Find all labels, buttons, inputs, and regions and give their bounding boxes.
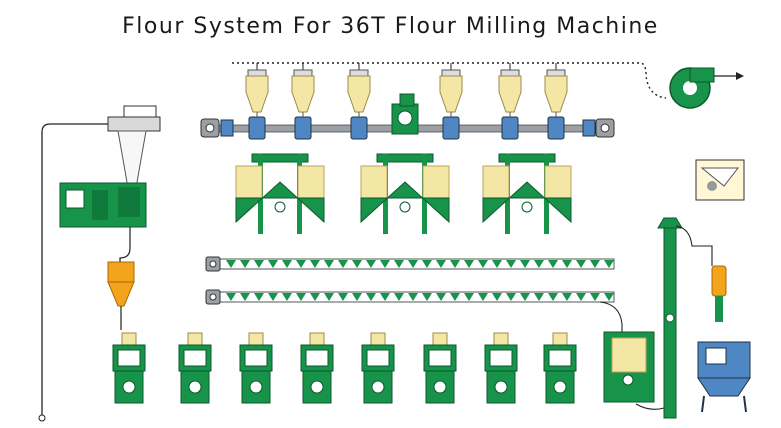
magnet-box-icon [695,159,745,201]
packer-1 [112,332,146,404]
packer-4 [300,332,334,404]
packer-3 [239,332,273,404]
plansifter-1 [235,153,325,234]
plansifter-2 [360,153,450,234]
center-fan-icon [391,93,419,135]
packing-machine-row [112,332,577,404]
plansifter-row [235,153,572,234]
cyclone-3 [347,69,371,140]
cyclone-1 [245,69,269,140]
screw-conveyor-upper [205,256,615,272]
flour-bin-unit [697,341,751,413]
packer-6 [423,332,457,404]
exhaust-fan-icon [669,67,744,109]
screw-conveyor-lower [205,289,615,305]
cyclone-6 [544,69,568,140]
packer-2 [178,332,212,404]
cyclone-row [245,69,568,140]
diagram-title: Flour System For 36T Flour Milling Machi… [122,14,659,39]
cyclone-2 [291,69,315,140]
air-duct-dotted [232,62,667,99]
orange-impact-detacher [711,265,727,322]
cyclone-4 [439,69,463,140]
bucket-elevator [635,217,713,419]
plansifter-3 [482,153,572,234]
cyclone-5 [498,69,522,140]
pulse-filter-unit [38,105,161,422]
cyclone-drop-lines [256,63,557,70]
packer-8 [543,332,577,404]
orange-surge-hopper [107,261,135,330]
packer-5 [361,332,395,404]
packer-7 [484,332,518,404]
rebolter-sifter [599,301,655,403]
